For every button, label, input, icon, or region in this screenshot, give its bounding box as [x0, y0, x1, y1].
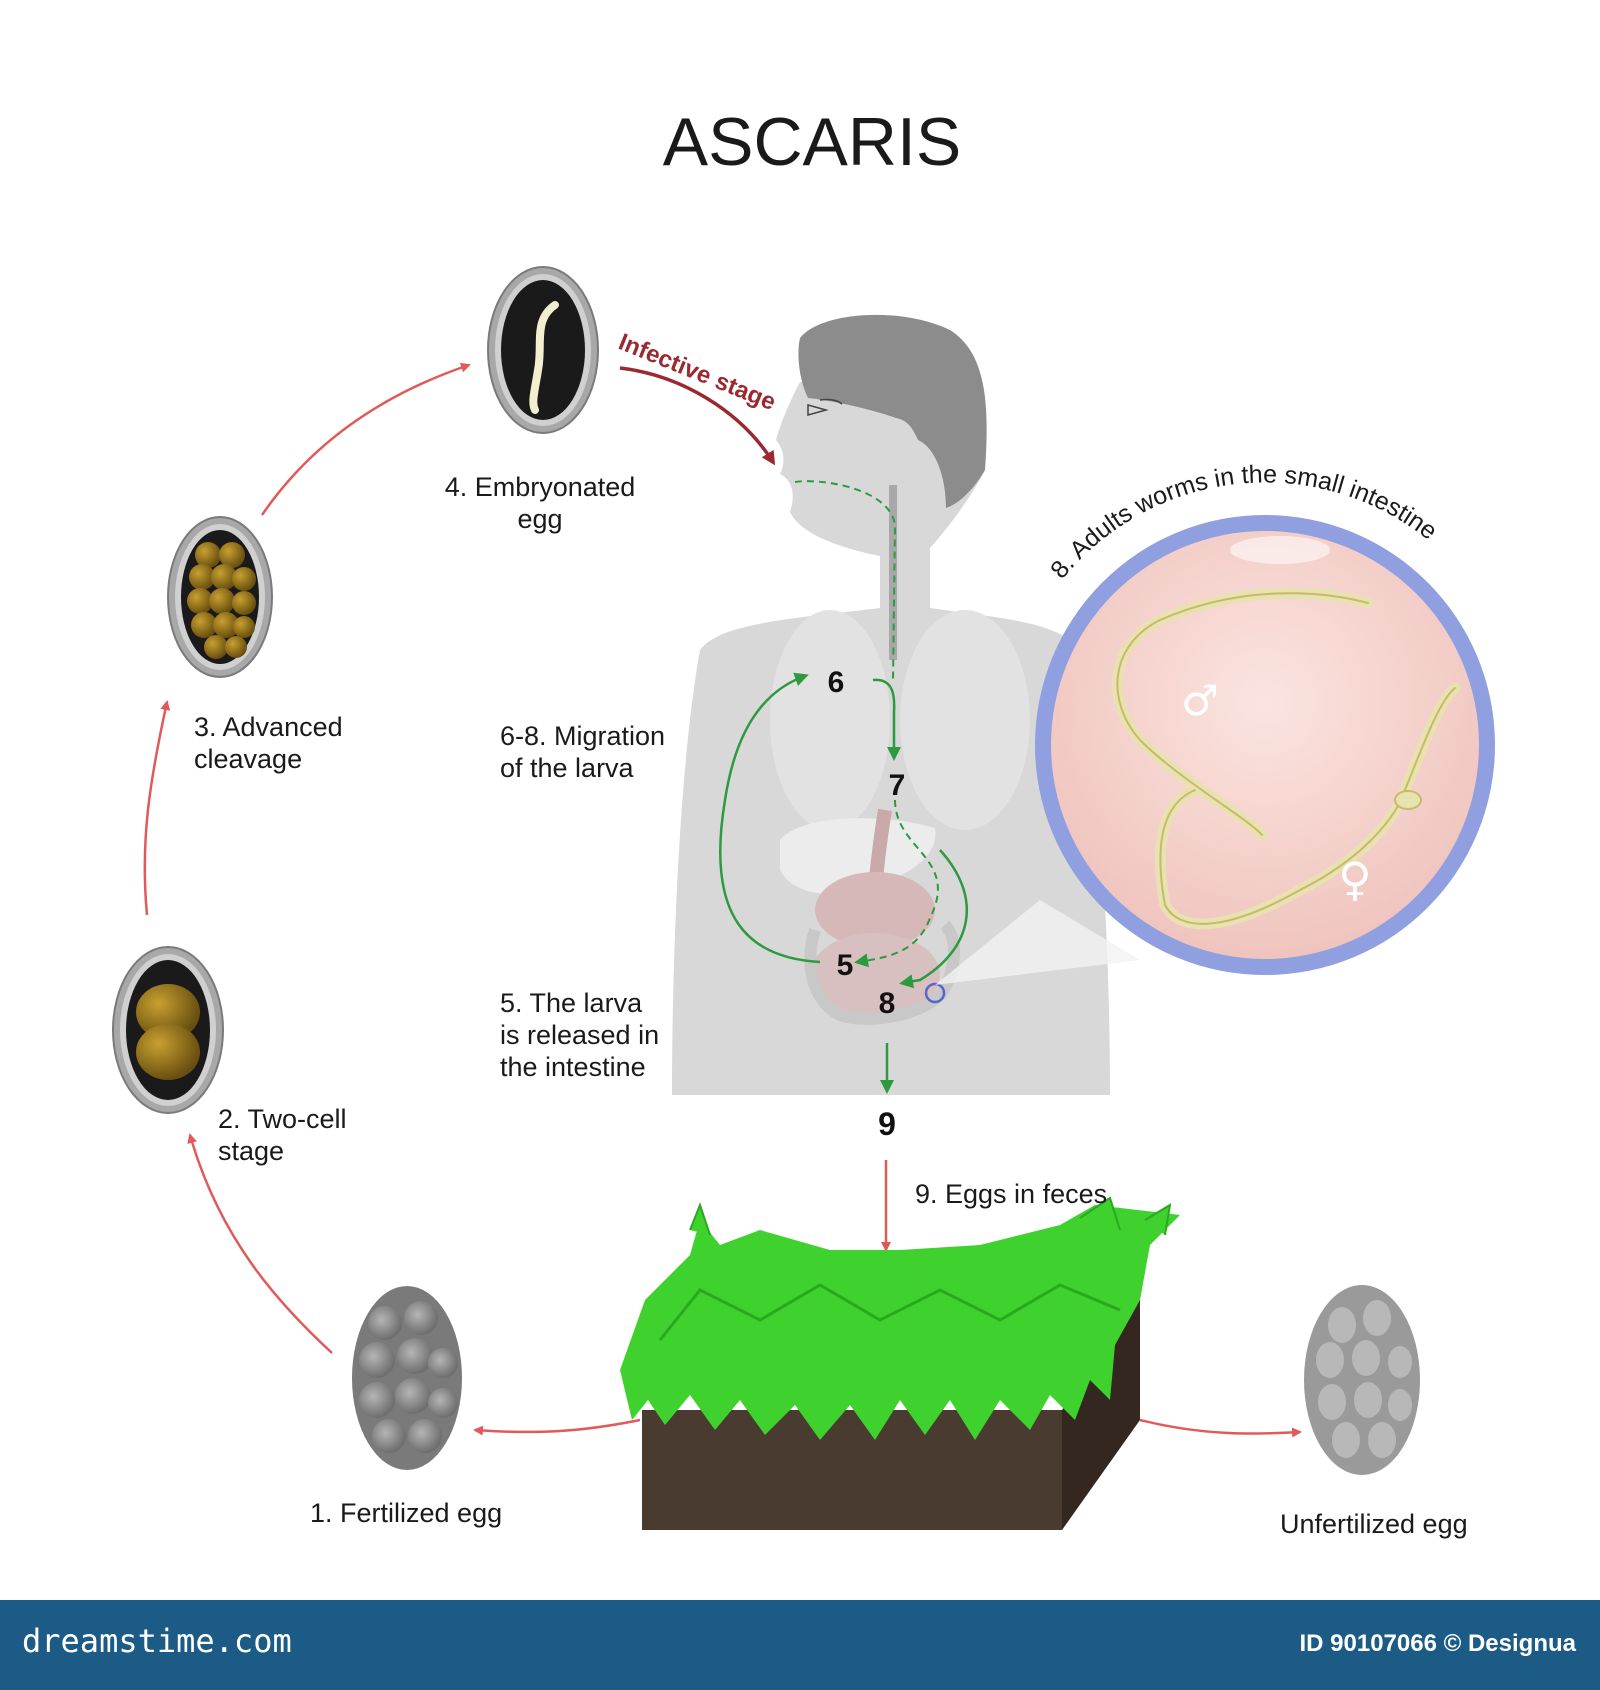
label-unfertilized: Unfertilized egg: [1280, 1509, 1468, 1539]
footer-brand: dreamstime.com: [22, 1622, 292, 1660]
cycle-arrows: [143, 362, 1302, 1438]
label-stage-9: 9. Eggs in feces: [915, 1179, 1107, 1209]
human-silhouette-icon: [672, 314, 1110, 1095]
label-stage-3-line2: cleavage: [194, 744, 302, 774]
label-stage-4-line2: egg: [517, 504, 562, 534]
female-symbol: ♀: [1338, 852, 1372, 906]
migration-path: [719, 480, 969, 1094]
advanced-cleavage-egg-icon: [167, 516, 273, 678]
footer-bar: dreamstime.com ID 90107066 © Designua: [0, 1600, 1600, 1690]
adult-worm-icon: [1112, 587, 1461, 930]
label-migration-line2: of the larva: [500, 753, 635, 783]
label-stage-5-line1: 5. The larva: [500, 988, 643, 1018]
grass-soil-icon: [620, 1196, 1180, 1530]
male-symbol: ♂: [1181, 676, 1219, 725]
label-stage-5-line3: the intestine: [500, 1052, 646, 1082]
diagram-canvas: ASCARIS 6 7 5 8 9: [112, 104, 1495, 1539]
intestine-icon: [804, 808, 961, 1025]
embryonated-egg-icon: [487, 266, 599, 434]
label-stage-1: 1. Fertilized egg: [310, 1498, 502, 1528]
diagram-title: ASCARIS: [663, 104, 962, 180]
marker-7: 7: [889, 769, 906, 802]
label-stage-4-line1: 4. Embryonated: [445, 472, 636, 502]
marker-6: 6: [828, 666, 845, 699]
fertilized-egg-icon: [352, 1286, 462, 1470]
adult-worms-circle: ♂ ♀: [1035, 515, 1495, 975]
marker-5: 5: [837, 949, 854, 982]
label-stage-2-line1: 2. Two-cell: [218, 1104, 347, 1134]
two-cell-egg-icon: [112, 946, 224, 1114]
marker-9: 9: [878, 1106, 896, 1142]
marker-8: 8: [879, 987, 896, 1020]
footer-image-id: ID 90107066 © Designua: [1299, 1630, 1577, 1657]
label-stage-2-line2: stage: [218, 1136, 284, 1166]
label-stage-5-line2: is released in: [500, 1020, 659, 1050]
unfertilized-egg-icon: [1304, 1285, 1420, 1475]
label-migration-line1: 6-8. Migration: [500, 721, 665, 751]
label-stage-3-line1: 3. Advanced: [194, 712, 343, 742]
